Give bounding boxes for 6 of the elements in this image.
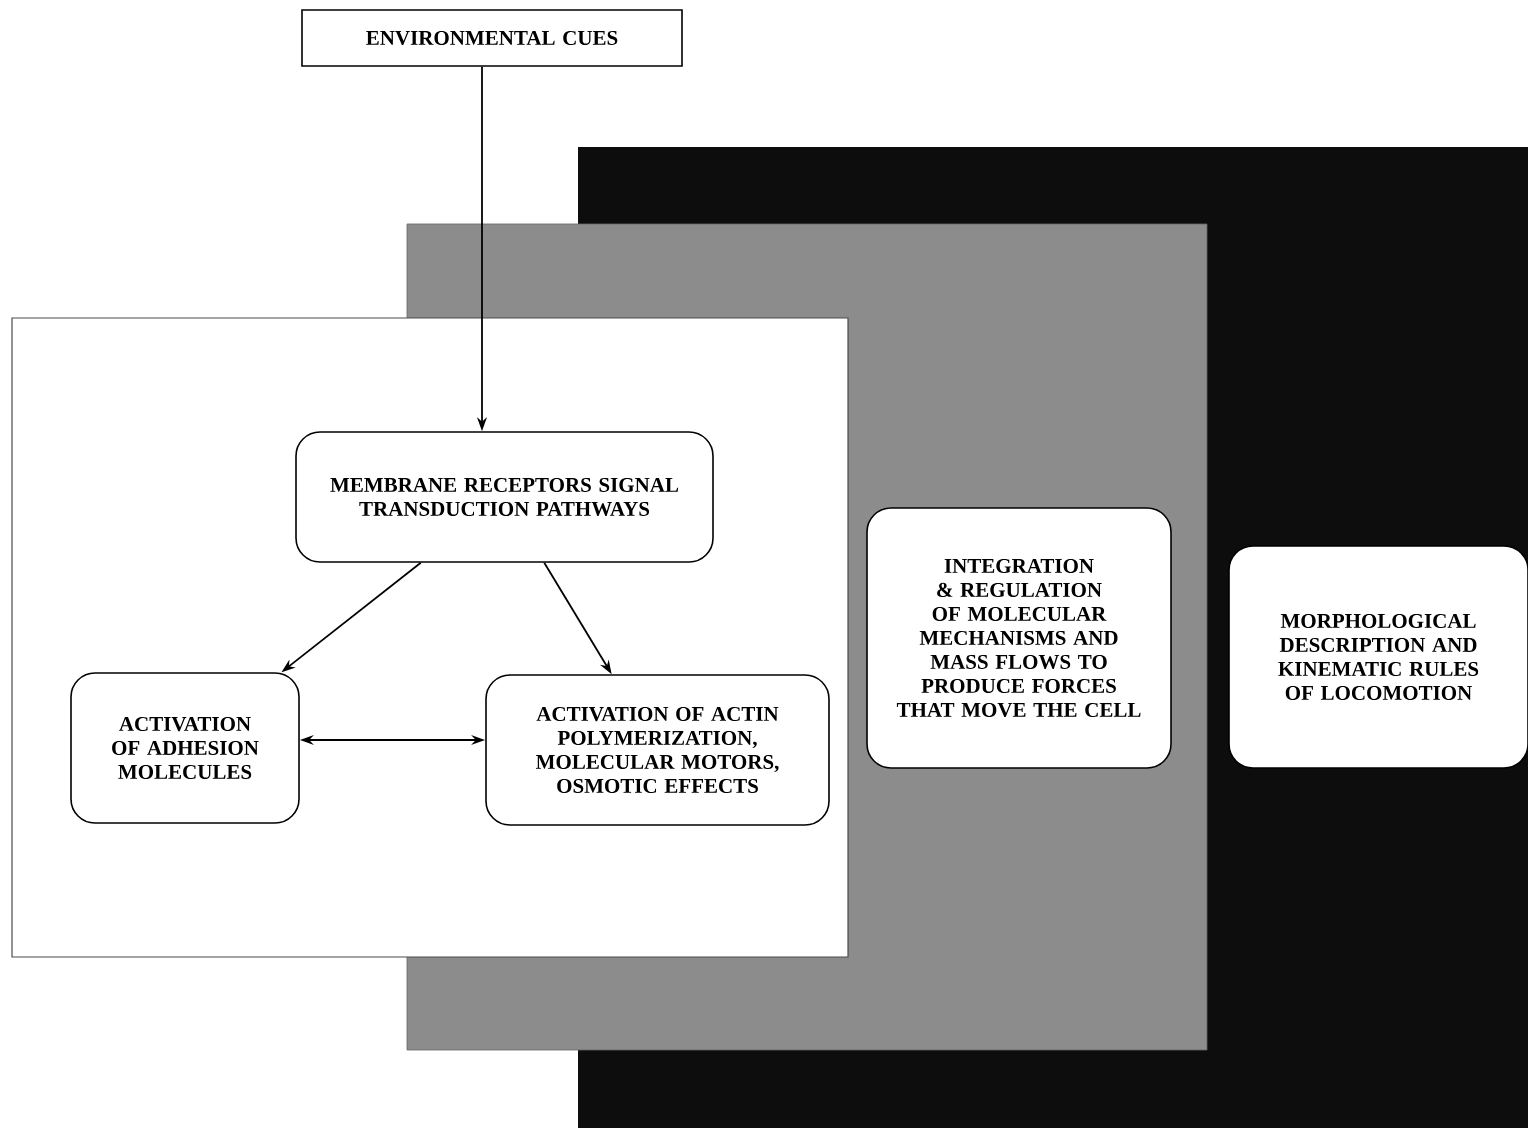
- process-box: MORPHOLOGICAL DESCRIPTION AND KINEMATIC RULES OF LOCOMOTION: [1228, 545, 1528, 769]
- process-box: ACTIVATION OF ACTIN POLYMERIZATION, MOLECULAR MOTORS, OSMOTIC EFFECTS: [485, 674, 830, 826]
- label-box: ENVIRONMENTAL CUES: [301, 9, 683, 67]
- process-box: MEMBRANE RECEPTORS SIGNAL TRANSDUCTION PATHWAYS: [295, 431, 714, 563]
- process-box: ACTIVATION OF ADHESION MOLECULES: [70, 672, 300, 824]
- process-box: INTEGRATION & REGULATION OF MOLECULAR MECHANISMS AND MASS FLOWS TO PRODUCE FORCES THAT MOVE THE CELL: [866, 507, 1172, 769]
